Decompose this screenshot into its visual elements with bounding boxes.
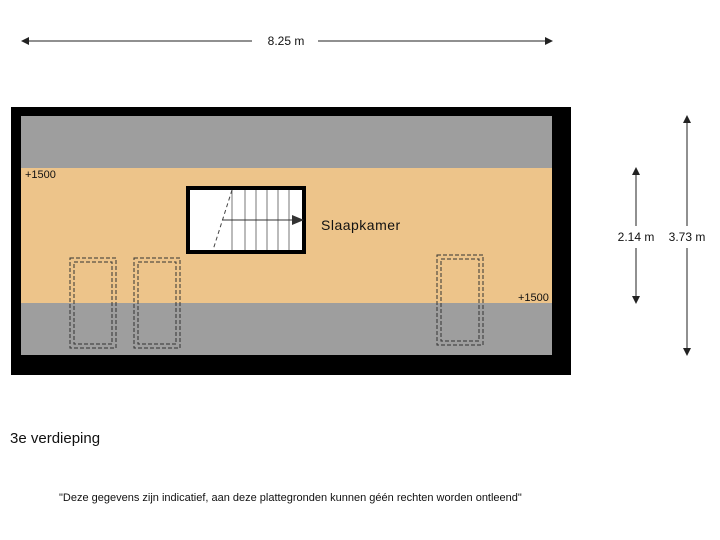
knee-height-dimension-label: 2.14 m <box>618 230 655 244</box>
width-dimension-label: 8.25 m <box>268 34 305 48</box>
total-height-dimension: 3.73 m <box>669 115 706 356</box>
knee-height-dimension: 2.14 m <box>618 167 655 304</box>
floor-title: 3e verdieping <box>10 430 101 447</box>
disclaimer-text: "Deze gegevens zijn indicatief, aan deze… <box>59 492 522 504</box>
skylight <box>133 257 181 349</box>
level-marker-right: +1500 <box>518 292 549 304</box>
room-label: Slaapkamer <box>321 217 401 233</box>
skylight <box>69 257 117 349</box>
width-dimension: 8.25 m <box>21 34 553 48</box>
skylight <box>436 254 484 346</box>
low-ceiling-zone-top <box>21 116 552 168</box>
staircase <box>186 186 306 254</box>
level-marker-left: +1500 <box>25 169 56 181</box>
total-height-dimension-label: 3.73 m <box>669 230 706 244</box>
low-ceiling-zone-bottom <box>21 303 552 355</box>
